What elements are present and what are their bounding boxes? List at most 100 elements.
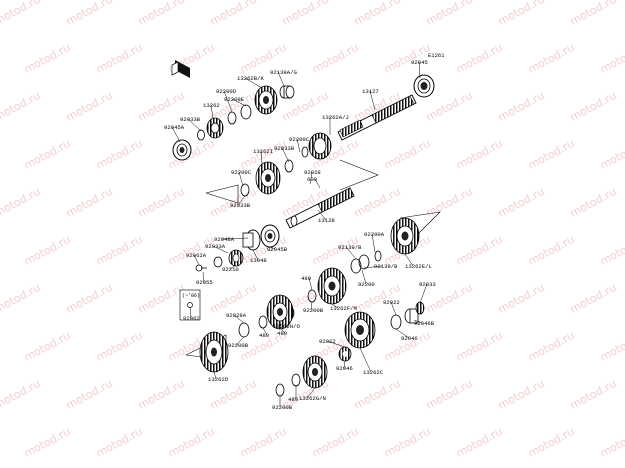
leader-line bbox=[310, 301, 313, 311]
leader-line bbox=[210, 104, 214, 119]
leader-line bbox=[262, 327, 268, 336]
gear-13262i bbox=[240, 159, 294, 197]
part-label: 13127 bbox=[362, 88, 379, 95]
part-labels: 9204592139A/G13262B/K92200D92200E1326292… bbox=[164, 59, 436, 411]
gear-13262 bbox=[206, 117, 224, 139]
leader-line bbox=[314, 178, 321, 189]
part-label: 92200 bbox=[358, 281, 375, 288]
leader-line bbox=[279, 321, 282, 327]
part-label: 92046 bbox=[336, 365, 353, 372]
leader-lines bbox=[171, 61, 428, 407]
washers-upper-left bbox=[197, 104, 252, 141]
part-label: 92200C bbox=[231, 169, 252, 176]
gear-13262ho bbox=[266, 294, 294, 330]
inset-label: (~'06) bbox=[182, 293, 200, 299]
part-label: 92046B bbox=[414, 320, 435, 327]
shift-drum-13048 bbox=[242, 229, 261, 251]
leader-line bbox=[359, 347, 372, 373]
leader-line bbox=[189, 306, 192, 319]
leader-line bbox=[395, 328, 410, 339]
leader-line bbox=[187, 118, 202, 132]
part-label: 13262A/J bbox=[322, 114, 349, 121]
part-label: 92045 bbox=[411, 59, 428, 66]
part-label: 92200B bbox=[272, 404, 293, 411]
leader-line bbox=[231, 98, 247, 107]
leader-line bbox=[317, 209, 327, 221]
leader-line bbox=[252, 249, 259, 261]
part-label: 92022 bbox=[383, 299, 400, 306]
part-label: 480 bbox=[259, 332, 270, 339]
bushing-92139ag bbox=[279, 85, 295, 99]
leader-line bbox=[343, 360, 346, 369]
gear-13262d bbox=[199, 331, 229, 373]
leader-line bbox=[202, 271, 205, 283]
leader-line bbox=[235, 336, 245, 346]
part-label: 13262I bbox=[253, 148, 273, 155]
gear-13262fm bbox=[317, 267, 347, 305]
gear-13262aj bbox=[301, 132, 332, 160]
gear-13262gn bbox=[275, 355, 328, 397]
part-label: 92033B bbox=[230, 202, 251, 209]
part-label: 92046 bbox=[401, 335, 418, 342]
part-label: 92200B bbox=[303, 307, 324, 314]
pin-92062a bbox=[195, 264, 207, 272]
part-label: 92022 bbox=[319, 338, 336, 345]
part-label: 13262F/M bbox=[330, 305, 357, 312]
leader-line bbox=[363, 265, 383, 269]
part-label: 92028 bbox=[304, 169, 321, 176]
part-label: 480 bbox=[277, 330, 288, 337]
part-label: 92200C bbox=[289, 136, 310, 143]
leader-line bbox=[233, 314, 245, 324]
guide-lines bbox=[185, 159, 441, 361]
needle-bearing-92210 bbox=[213, 249, 244, 268]
part-label: 92055 bbox=[196, 279, 213, 286]
bearing-92045a bbox=[172, 139, 192, 161]
part-label: 13262B/K bbox=[237, 75, 264, 82]
part-label: 92033A bbox=[205, 243, 226, 250]
front-arrow-icon bbox=[171, 60, 190, 78]
countershaft-13128 bbox=[285, 187, 355, 229]
part-label: 92045A bbox=[164, 124, 185, 131]
part-label: 92062A bbox=[186, 252, 207, 259]
leader-line bbox=[413, 319, 423, 324]
leader-line bbox=[331, 303, 339, 309]
leader-line bbox=[221, 237, 249, 240]
part-label: 13262H/O bbox=[273, 323, 300, 330]
gear-13262c bbox=[344, 311, 376, 349]
leader-line bbox=[296, 138, 301, 153]
leader-line bbox=[260, 150, 263, 165]
leader-line bbox=[326, 340, 346, 348]
leader-line bbox=[244, 77, 263, 89]
part-label: 92033 bbox=[419, 281, 436, 288]
leader-line bbox=[345, 246, 357, 260]
part-label: 480 bbox=[288, 396, 299, 403]
part-label: 92200E bbox=[224, 96, 245, 103]
leader-line bbox=[237, 195, 246, 206]
leader-line bbox=[306, 387, 316, 399]
part-label: 92033B bbox=[180, 116, 201, 123]
part-label: 92139A/G bbox=[270, 69, 297, 76]
leader-line bbox=[171, 126, 181, 143]
part-label: 13048 bbox=[250, 257, 267, 264]
part-label: 92210 bbox=[222, 266, 239, 273]
part-label: 13262G/N bbox=[299, 395, 326, 402]
gear-13262bk bbox=[254, 85, 278, 115]
part-label: 92200B bbox=[228, 342, 249, 349]
leader-line bbox=[361, 269, 367, 285]
leader-line bbox=[238, 171, 244, 187]
part-label: 92139/B bbox=[338, 244, 362, 251]
part-label: 13262E/L bbox=[405, 263, 432, 270]
needle-bearing-92046 bbox=[338, 346, 352, 362]
leader-line bbox=[229, 265, 236, 270]
part-label: 13262C bbox=[363, 369, 384, 376]
diagram-code: E1261 bbox=[428, 52, 445, 59]
part-label: 92200D bbox=[216, 88, 237, 95]
output-shaft-13127 bbox=[337, 94, 417, 141]
leader-line bbox=[277, 71, 285, 87]
part-label: 92139/B bbox=[374, 263, 398, 270]
part-label: 13262 bbox=[203, 102, 220, 109]
gear-13262el bbox=[390, 217, 420, 255]
bearing-92045 bbox=[413, 74, 435, 98]
leader-line bbox=[418, 61, 421, 79]
